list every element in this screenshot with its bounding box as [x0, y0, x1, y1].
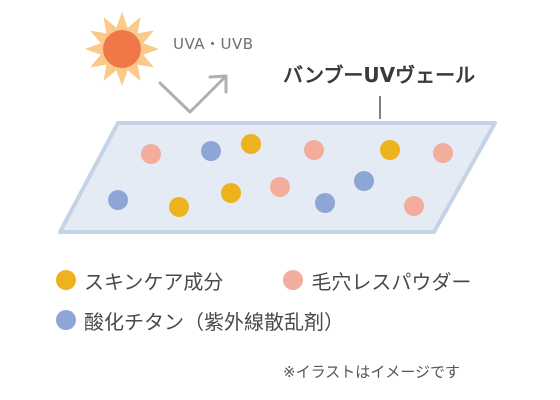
skincare-particle [169, 197, 189, 217]
legend-row: スキンケア成分 毛穴レスパウダー [56, 260, 531, 300]
film-label: バンブーUVヴェール [283, 63, 476, 87]
skincare-particle [221, 183, 241, 203]
pore-particle [433, 143, 453, 163]
skincare-particle [380, 140, 400, 160]
pore-powder-dot-icon [283, 270, 304, 290]
pore-particle [270, 177, 290, 197]
legend-label-skincare: スキンケア成分 [84, 269, 224, 294]
uv-label: UVA・UVB [173, 35, 254, 53]
titanium-particle [201, 141, 221, 161]
legend-label-pore: 毛穴レスパウダー [311, 269, 472, 294]
titanium-dot-icon [56, 310, 76, 330]
pore-particle [304, 140, 324, 160]
illustration-note: ※イラストはイメージです [283, 363, 460, 381]
diagram-canvas [58, 12, 497, 234]
titanium-particle [354, 171, 374, 191]
legend: スキンケア成分 毛穴レスパウダー 酸化チタン（紫外線散乱剤） [56, 260, 531, 340]
legend-row: 酸化チタン（紫外線散乱剤） [56, 300, 531, 340]
titanium-particle [108, 190, 128, 210]
uv-reflection-arrow [158, 74, 228, 114]
skincare-particle [241, 134, 261, 154]
sun-icon [103, 30, 141, 68]
legend-item-titanium: 酸化チタン（紫外線散乱剤） [56, 306, 344, 335]
particle-group [108, 134, 453, 217]
legend-item-pore: 毛穴レスパウダー [283, 266, 471, 295]
titanium-particle [315, 193, 335, 213]
pore-particle [141, 144, 161, 164]
legend-label-titanium: 酸化チタン（紫外線散乱剤） [84, 309, 344, 334]
pore-particle [404, 196, 424, 216]
arrow-head-icon [208, 74, 228, 94]
legend-item-skincare: スキンケア成分 [56, 266, 223, 295]
skincare-dot-icon [56, 270, 76, 290]
